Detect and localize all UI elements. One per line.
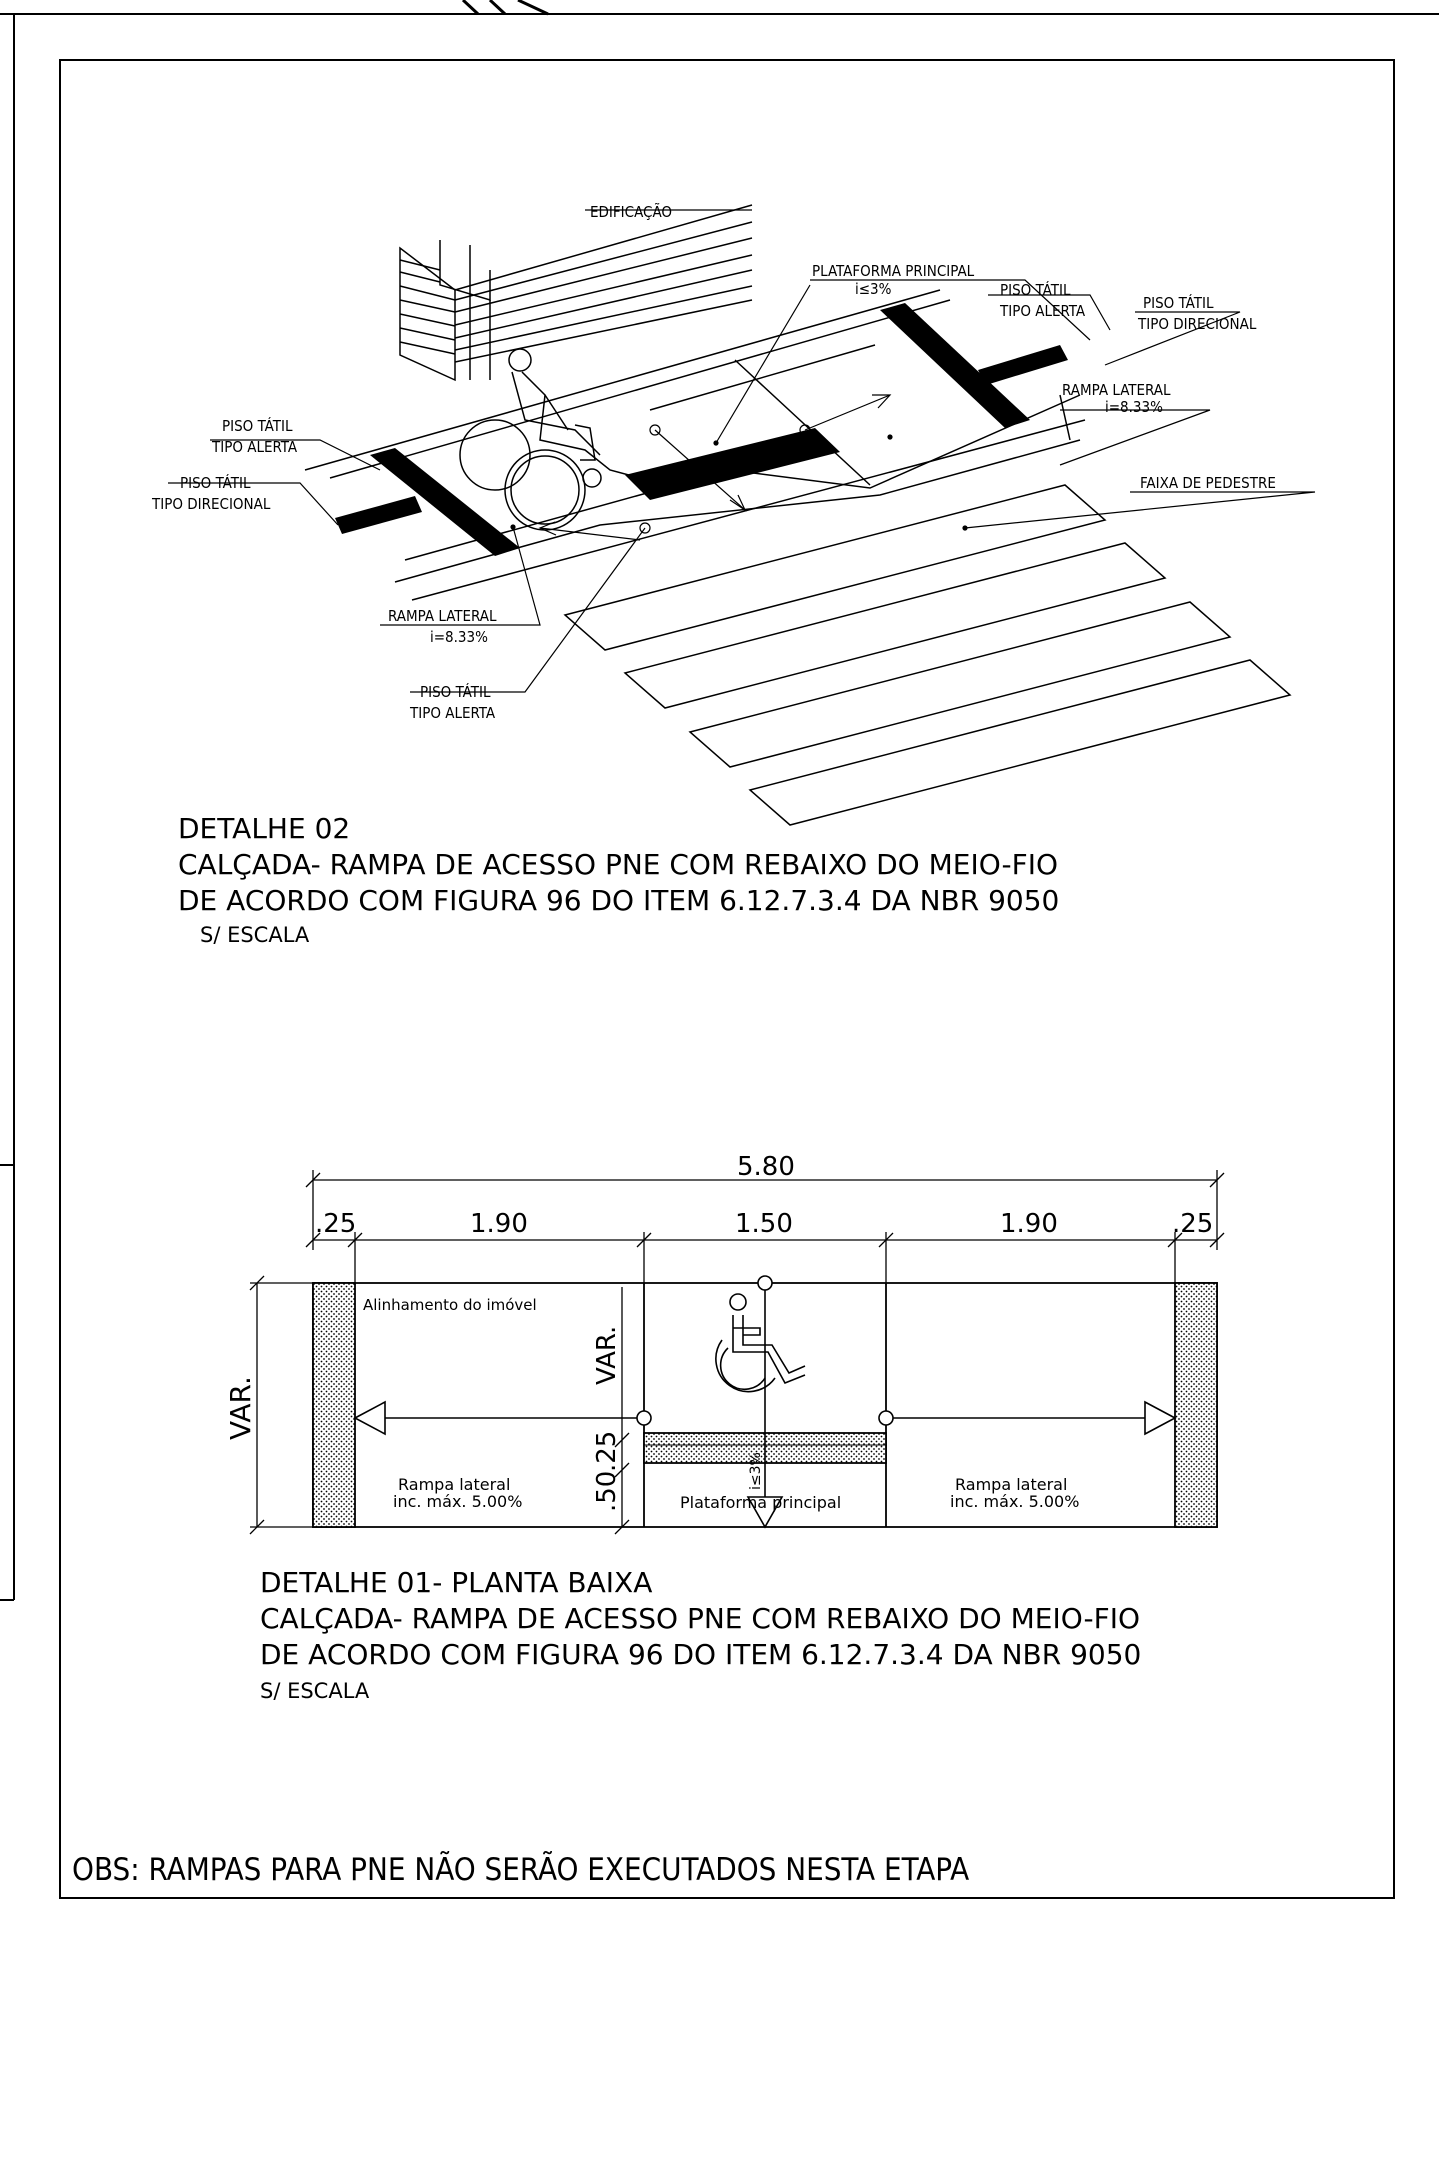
tactile-alert-right: [880, 303, 1030, 428]
detail01-line2: DE ACORDO COM FIGURA 96 DO ITEM 6.12.7.3…: [260, 1638, 1141, 1671]
tactile-directional-right: [978, 345, 1068, 385]
label-rampa-lateral-right-2: inc. máx. 5.00%: [950, 1492, 1079, 1511]
label-rampa-slope-right: i=8.33%: [1105, 398, 1163, 416]
label-plataforma-principal: PLATAFORMA PRINCIPAL: [812, 262, 975, 280]
label-piso-tatil-2: PISO TÁTIL: [1143, 293, 1214, 312]
label-rampa-lateral-left-2: inc. máx. 5.00%: [393, 1492, 522, 1511]
tactile-tiles: [335, 303, 1068, 556]
label-tipo-direcional-2: TIPO DIRECIONAL: [1137, 315, 1257, 333]
dimension-labels: 5.80 .25 1.90 1.50 1.90 .25 VAR. VAR. .2…: [224, 1152, 1213, 1512]
label-piso-tatil-3: PISO TÁTIL: [222, 416, 293, 435]
leader-lines: [168, 209, 1316, 693]
label-rampa-lateral-right-1: Rampa lateral: [955, 1475, 1067, 1494]
tactile-alert-left: [370, 448, 520, 556]
isometric-ramp-drawing: EDIFICAÇÃO PLATAFORMA PRINCIPAL i≤3% PIS…: [151, 202, 1316, 947]
label-tipo-direcional-4: TIPO DIRECIONAL: [151, 495, 271, 513]
label-rampa-lateral-left: RAMPA LATERAL: [388, 607, 497, 625]
dimension-lines: [249, 1170, 1225, 1535]
label-edificacao: EDIFICAÇÃO: [590, 202, 672, 221]
detail02-line2: DE ACORDO COM FIGURA 96 DO ITEM 6.12.7.3…: [178, 884, 1059, 917]
detail02-title: DETALHE 02: [178, 812, 350, 845]
wheelchair-user-figure: [459, 348, 641, 531]
label-plataforma-slope: i≤3%: [855, 280, 892, 298]
sheet-frame: [0, 0, 1439, 1899]
plan-view-drawing: 5.80 .25 1.90 1.50 1.90 .25 VAR. VAR. .2…: [224, 1152, 1225, 1703]
detail01-title: DETALHE 01- PLANTA BAIXA: [260, 1566, 652, 1599]
dim-left-curb: .25: [315, 1209, 356, 1239]
label-rampa-slope-left: i=8.33%: [430, 628, 488, 646]
detail01-scale: S/ ESCALA: [260, 1679, 370, 1703]
drawing-border: [59, 59, 1395, 1899]
plan-arrows: [353, 1275, 1177, 1529]
observation-note: OBS: RAMPAS PARA PNE NÃO SERÃO EXECUTADO…: [72, 1852, 969, 1888]
dim-var-inner: VAR.: [592, 1326, 622, 1385]
slope-arrows: [510, 394, 968, 541]
dim-platform: 1.50: [735, 1209, 793, 1239]
label-piso-tatil-1: PISO TÁTIL: [1000, 280, 1071, 299]
dim-total: 5.80: [737, 1152, 795, 1182]
label-alinhamento: Alinhamento do imóvel: [363, 1296, 537, 1314]
wheelchair-accessibility-icon: [715, 1293, 806, 1393]
label-slope: i≤3%: [748, 1452, 764, 1490]
label-tipo-alerta-3: TIPO ALERTA: [211, 438, 298, 456]
dim-25-vertical: .25: [592, 1431, 622, 1472]
dim-var-left: VAR.: [224, 1376, 257, 1440]
detail02-caption: DETALHE 02 CALÇADA- RAMPA DE ACESSO PNE …: [178, 812, 1059, 947]
detail02-line1: CALÇADA- RAMPA DE ACESSO PNE COM REBAIXO…: [178, 848, 1058, 881]
isometric-labels: EDIFICAÇÃO PLATAFORMA PRINCIPAL i≤3% PIS…: [151, 202, 1276, 722]
plan-outline: [312, 1282, 1218, 1528]
detail01-caption: DETALHE 01- PLANTA BAIXA CALÇADA- RAMPA …: [260, 1566, 1141, 1703]
sidewalk-lines: [304, 289, 1086, 601]
label-rampa-lateral-left-1: Rampa lateral: [398, 1475, 510, 1494]
tactile-alert-center: [625, 428, 840, 500]
dim-50-vertical: .50: [592, 1471, 622, 1512]
label-faixa-pedestre: FAIXA DE PEDESTRE: [1140, 474, 1276, 492]
building: [399, 204, 753, 382]
detail02-scale: S/ ESCALA: [200, 923, 310, 947]
label-tipo-alerta-5: TIPO ALERTA: [409, 704, 496, 722]
detail01-line1: CALÇADA- RAMPA DE ACESSO PNE COM REBAIXO…: [260, 1602, 1140, 1635]
tactile-directional-left: [335, 496, 422, 534]
label-rampa-lateral-right: RAMPA LATERAL: [1062, 381, 1171, 399]
dim-right-ramp: 1.90: [1000, 1209, 1058, 1239]
label-plataforma-principal: Plataforma principal: [680, 1493, 841, 1512]
dim-left-ramp: 1.90: [470, 1209, 528, 1239]
label-tipo-alerta-1: TIPO ALERTA: [999, 302, 1086, 320]
label-piso-tatil-5: PISO TÁTIL: [420, 682, 491, 701]
dim-right-curb: .25: [1172, 1209, 1213, 1239]
curb-left-hatch: [312, 1282, 356, 1528]
plan-labels: Alinhamento do imóvel Rampa lateral inc.…: [363, 1296, 1079, 1512]
curb-right-hatch: [1174, 1282, 1218, 1528]
label-piso-tatil-4: PISO TÁTIL: [180, 473, 251, 492]
crosswalk-stripes: [563, 484, 1292, 826]
